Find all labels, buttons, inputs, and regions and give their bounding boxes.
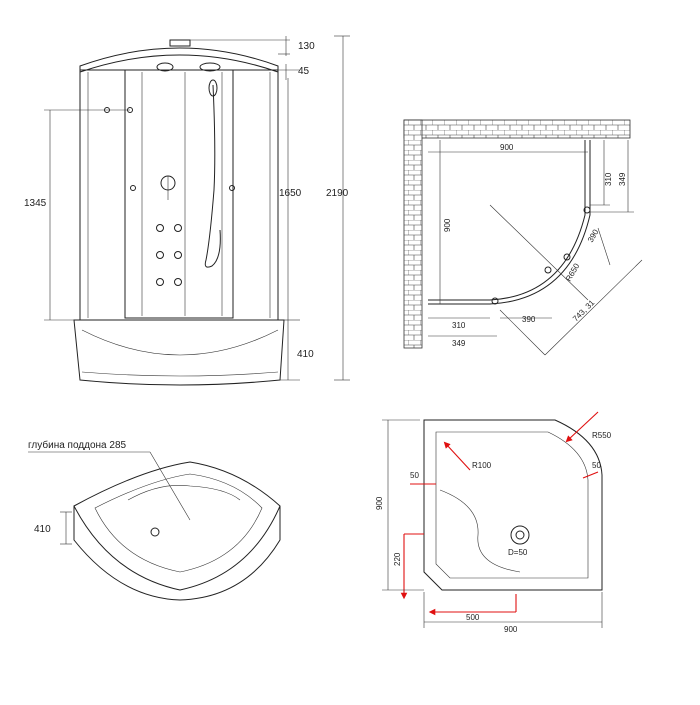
dim-310-right: 310 [604, 172, 613, 186]
brick-wall-left [403, 119, 423, 349]
dim-349-right: 349 [618, 172, 627, 186]
side-900-label: 900 [375, 496, 384, 510]
front-dimensions: 130 45 1650 2190 1345 410 [24, 35, 350, 381]
dim-panel-height: 1650 [279, 188, 302, 199]
front-view: 130 45 1650 2190 1345 410 [24, 35, 350, 386]
cabin-frame [79, 69, 279, 321]
plan-door-arc [428, 140, 586, 301]
left-220-label: 220 [393, 552, 402, 566]
ceiling-lamp-left [156, 62, 174, 72]
dim-310-bottom: 310 [452, 321, 466, 330]
r100-label: R100 [472, 461, 492, 470]
dim-total-height: 2190 [326, 188, 349, 199]
dim-plan-depth: 900 [443, 218, 452, 232]
plan-outline [428, 140, 591, 305]
bottom-900-label: 900 [504, 625, 518, 634]
right-50-label: 50 [592, 461, 601, 470]
dim-upper-gap: 45 [298, 66, 310, 77]
dim-radius: R650 [564, 261, 582, 283]
drain-label: D=50 [508, 548, 528, 557]
dim-door-lower: 390 [522, 315, 536, 324]
dim-handle-height: 1345 [24, 198, 47, 209]
shower-hose [204, 84, 221, 268]
tray-apron [73, 506, 281, 601]
dim-top-cap: 130 [298, 41, 315, 52]
left-50-label: 50 [410, 471, 419, 480]
tray-depth-label: глубина поддона 285 [28, 439, 127, 451]
tray-3d-view: глубина поддона 285 410 [28, 439, 281, 601]
tray-front [73, 319, 285, 386]
tray-plan-drain [510, 525, 530, 545]
side-knob-right [229, 185, 235, 191]
tray-height-dim: 410 [34, 524, 51, 535]
tray-plan-outline [423, 419, 603, 591]
roof-vent [169, 39, 191, 47]
roof-cap [79, 47, 279, 73]
r550-label: R550 [592, 431, 612, 440]
dim-diagonal: 743, 31 [571, 298, 597, 324]
massage-jets [156, 224, 182, 286]
tray-plan-view: D=50 R100 R550 50 50 220 500 900 900 [375, 411, 612, 634]
plan-view: 900 900 310 349 310 349 390 390 R650 743… [403, 119, 643, 356]
dim-349-bottom: 349 [452, 339, 466, 348]
dim-tray-height: 410 [297, 349, 314, 360]
bottom-500-label: 500 [466, 613, 480, 622]
back-panel [124, 69, 234, 319]
brick-wall-top [403, 119, 631, 139]
ceiling-lamp-right [199, 62, 221, 72]
side-knob-left [130, 185, 136, 191]
tray-drain [150, 527, 160, 537]
shower-head [208, 79, 218, 97]
dim-plan-width: 900 [500, 143, 514, 152]
